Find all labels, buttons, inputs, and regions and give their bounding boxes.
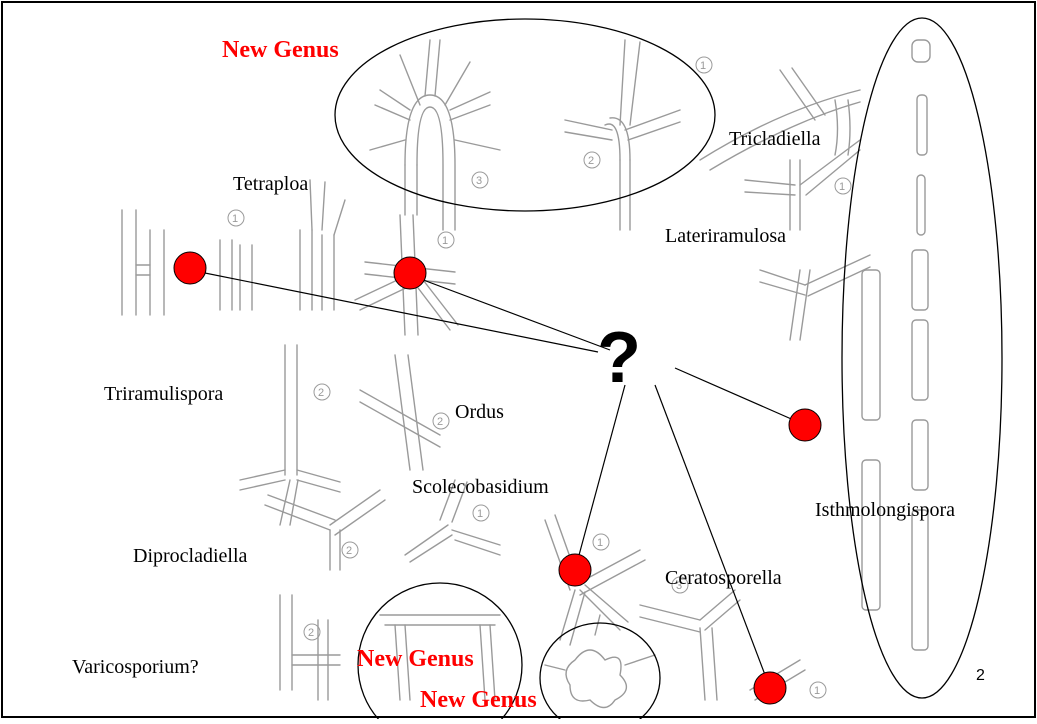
label-scolecobasidium: Scolecobasidium bbox=[412, 477, 549, 497]
svg-text:2: 2 bbox=[318, 387, 324, 399]
sketch-number-5: 1 bbox=[438, 232, 454, 248]
sketch-number-9: 1 bbox=[473, 505, 489, 521]
sketch-number-6: 1 bbox=[835, 178, 851, 194]
svg-text:1: 1 bbox=[477, 508, 483, 520]
sketch-number-1: 3 bbox=[472, 172, 488, 188]
sketch-new-genus-spore-a bbox=[370, 40, 500, 230]
sketch-scolecobasidium-b bbox=[545, 515, 645, 645]
svg-text:1: 1 bbox=[839, 181, 845, 193]
label-triramulispora: Triramulispora bbox=[104, 384, 223, 404]
label-new-genus-top: New Genus bbox=[222, 38, 339, 62]
sketch-new-genus-spore-d bbox=[545, 615, 655, 708]
label-diprocladiella: Diprocladiella bbox=[133, 546, 247, 566]
sketch-new-genus-spore-b bbox=[565, 40, 680, 230]
sketch-isthmolongispora bbox=[862, 40, 930, 650]
svg-text:1: 1 bbox=[232, 213, 238, 225]
sketch-ordus bbox=[360, 355, 440, 470]
label-lateriramulosa: Lateriramulosa bbox=[665, 226, 786, 246]
marker-dot-cross-spore bbox=[394, 257, 426, 289]
label-new-genus-bottom-left: New Genus bbox=[357, 647, 474, 671]
svg-text:1: 1 bbox=[442, 235, 448, 247]
isthmolongispora-ellipse bbox=[842, 18, 1002, 698]
connector-isthmolongispora bbox=[675, 368, 805, 425]
sketch-diprocladiella bbox=[265, 490, 385, 570]
center-question-mark: ? bbox=[597, 322, 641, 394]
label-ceratosporella: Ceratosporella bbox=[665, 568, 782, 588]
sketch-number-8: 2 bbox=[433, 413, 449, 429]
svg-text:2: 2 bbox=[346, 545, 352, 557]
svg-text:1: 1 bbox=[700, 60, 706, 72]
svg-text:2: 2 bbox=[308, 627, 314, 639]
label-tetraploa: Tetraploa bbox=[233, 174, 308, 194]
sketch-varicosporium bbox=[280, 595, 340, 700]
sketch-number-14: 1 bbox=[810, 682, 826, 698]
svg-text:1: 1 bbox=[814, 685, 820, 697]
label-new-genus-bottom-center: New Genus bbox=[420, 688, 537, 712]
svg-text:3: 3 bbox=[476, 175, 482, 187]
marker-dot-tetraploa bbox=[174, 252, 206, 284]
page-number: 2 bbox=[976, 667, 985, 685]
sketch-number-2: 2 bbox=[584, 152, 600, 168]
svg-text:1: 1 bbox=[597, 537, 603, 549]
sketch-number-10: 2 bbox=[342, 542, 358, 558]
label-varicosporium: Varicosporium? bbox=[72, 657, 199, 677]
label-ordus: Ordus bbox=[455, 402, 504, 422]
sketch-number-4: 1 bbox=[228, 210, 244, 226]
sketch-number-7: 2 bbox=[314, 384, 330, 400]
sketch-tricladiella bbox=[700, 68, 860, 170]
sketch-number-3: 1 bbox=[696, 57, 712, 73]
label-tricladiella: Tricladiella bbox=[729, 129, 820, 149]
sketch-triramulispora bbox=[240, 345, 340, 525]
svg-text:2: 2 bbox=[437, 416, 443, 428]
marker-dot-isthmolongispora bbox=[789, 409, 821, 441]
new-genus-top-ellipse bbox=[335, 19, 715, 211]
sketch-number-markers: 3 2 1 1 1 1 2 2 1 2 1 2 3 1 bbox=[228, 57, 851, 698]
new-genus-bottom-center-circle bbox=[540, 623, 660, 719]
label-isthmolongispora: Isthmolongispora bbox=[815, 500, 955, 520]
marker-dot-ceratosporella bbox=[754, 672, 786, 704]
svg-text:2: 2 bbox=[588, 155, 594, 167]
sketch-number-11: 1 bbox=[593, 534, 609, 550]
connector-cross-spore bbox=[410, 275, 610, 350]
marker-dot-scolecobasidium bbox=[559, 554, 591, 586]
